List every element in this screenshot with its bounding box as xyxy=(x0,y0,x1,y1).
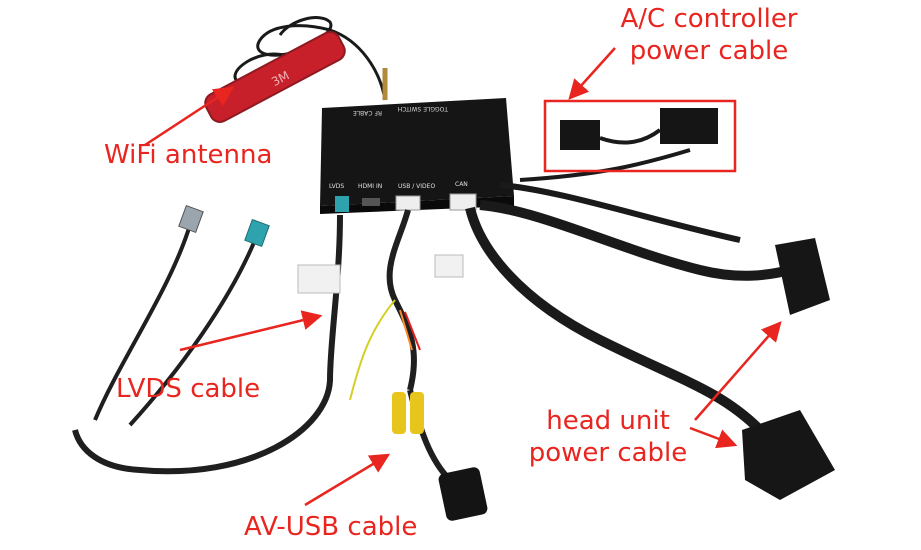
av-usb-cable-label: AV-USB cable xyxy=(244,512,418,542)
usb-port-print: USB / VIDEO xyxy=(398,183,435,190)
toggle-switch-print: TOGGLE SWITCH xyxy=(398,105,449,112)
main-module: RF CABLE TOGGLE SWITCH LVDS HDMI IN USB … xyxy=(320,98,514,214)
ac-arrow xyxy=(568,47,616,100)
wifi-arrow xyxy=(144,86,235,147)
head-arrow-lower xyxy=(689,426,738,449)
head-unit-label-line1: head unit xyxy=(546,406,670,436)
can-port-print: CAN xyxy=(455,181,468,188)
head-unit-harness xyxy=(465,148,835,500)
wifi-antenna: 3M xyxy=(204,16,388,123)
ac-connector xyxy=(543,99,737,173)
lvds-arrow xyxy=(179,310,323,352)
head-arrow-upper xyxy=(694,321,782,421)
av-arrow xyxy=(304,453,391,507)
annotation-arrows xyxy=(144,47,782,507)
ac-cable-label-line2: power cable xyxy=(629,36,789,66)
head-unit-label-line2: power cable xyxy=(528,438,688,468)
lvds-cable-label: LVDS cable xyxy=(116,374,261,404)
hdmi-port-print: HDMI IN xyxy=(358,183,382,190)
ac-cable-label-line1: A/C controller xyxy=(620,4,798,34)
wifi-antenna-label: WiFi antenna xyxy=(104,140,273,170)
ac-highlight-frame xyxy=(543,99,737,173)
rf-cable-print: RF CABLE xyxy=(353,109,382,116)
lvds-port-print: LVDS xyxy=(329,183,344,190)
lvds-cables xyxy=(72,204,343,475)
av-usb-harness xyxy=(349,209,488,521)
